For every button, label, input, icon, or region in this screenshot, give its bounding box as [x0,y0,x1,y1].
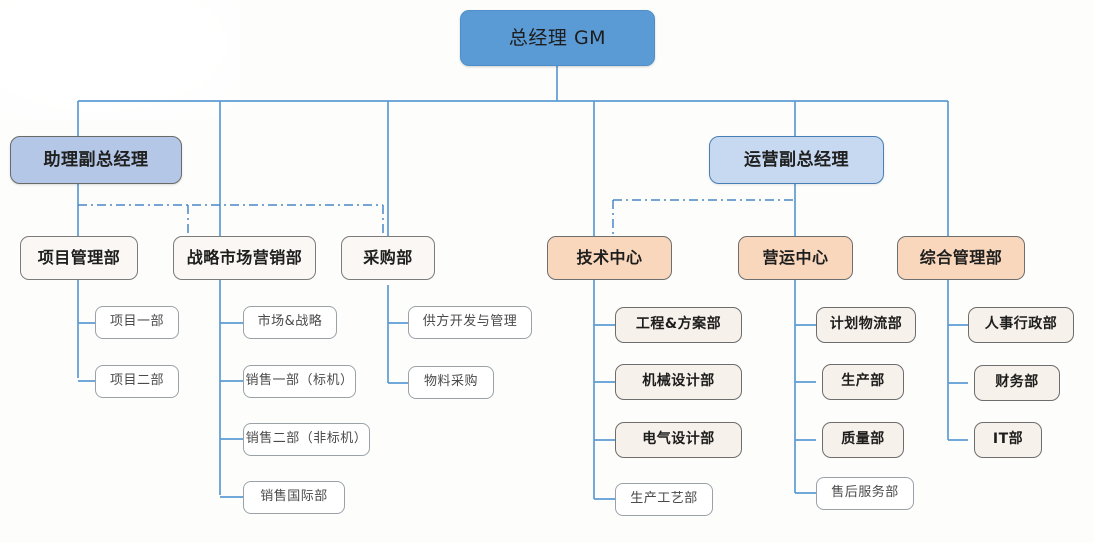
node-sales-dept-2-nonstandard[interactable]: 销售二部（非标机） [243,423,370,456]
node-mechanical-design-dept[interactable]: 机械设计部 [615,364,742,400]
node-material-procurement[interactable]: 物料采购 [408,366,494,399]
node-general-administration-dept[interactable]: 综合管理部 [897,236,1025,280]
node-strategic-marketing-dept[interactable]: 战略市场营销部 [173,236,316,280]
paper-background-wash [0,0,240,120]
node-market-and-strategy[interactable]: 市场&战略 [243,306,337,339]
node-project-team-1[interactable]: 项目一部 [95,306,179,339]
node-quality-dept[interactable]: 质量部 [822,422,904,458]
node-project-team-2[interactable]: 项目二部 [95,365,179,398]
node-technology-center[interactable]: 技术中心 [547,236,672,280]
node-it-dept[interactable]: IT部 [974,422,1042,458]
node-project-management-dept[interactable]: 项目管理部 [20,236,138,280]
node-finance-dept[interactable]: 财务部 [974,365,1060,401]
node-operations-center[interactable]: 营运中心 [738,236,853,280]
node-planning-logistics-dept[interactable]: 计划物流部 [816,307,916,343]
node-production-process-dept[interactable]: 生产工艺部 [615,483,713,516]
node-operations-vice-gm[interactable]: 运营副总经理 [709,136,884,184]
node-production-dept[interactable]: 生产部 [822,364,904,400]
node-general-manager[interactable]: 总经理 GM [460,10,655,66]
node-hr-administration-dept[interactable]: 人事行政部 [968,307,1074,343]
node-procurement-dept[interactable]: 采购部 [341,236,435,280]
node-sales-dept-1-standard[interactable]: 销售一部（标机） [243,365,356,398]
node-assistant-vice-gm[interactable]: 助理副总经理 [10,136,182,184]
node-electrical-design-dept[interactable]: 电气设计部 [615,422,742,458]
node-supplier-development[interactable]: 供方开发与管理 [408,306,532,339]
node-international-sales[interactable]: 销售国际部 [243,481,345,514]
node-after-sales-service-dept[interactable]: 售后服务部 [816,477,914,510]
node-engineering-solution-dept[interactable]: 工程&方案部 [615,307,742,343]
